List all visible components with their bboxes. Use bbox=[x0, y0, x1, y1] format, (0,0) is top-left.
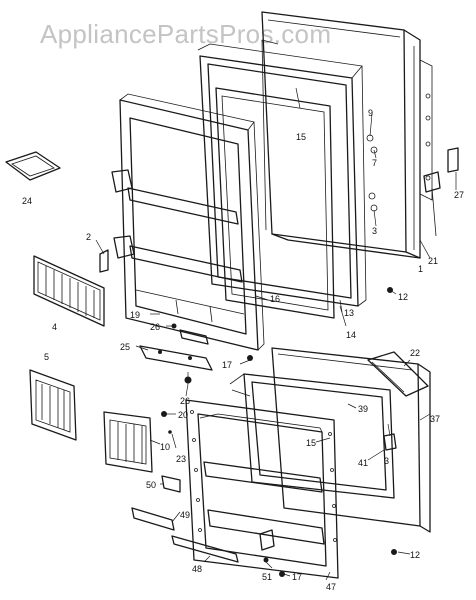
callout-7: 7 bbox=[372, 158, 377, 168]
callout-48: 48 bbox=[192, 564, 202, 574]
callout-4: 4 bbox=[52, 322, 57, 332]
callout-15-bottom: 15 bbox=[306, 438, 316, 448]
callout-25: 25 bbox=[120, 342, 130, 352]
callout-3-top: 3 bbox=[372, 226, 377, 236]
dairy-tray bbox=[5, 151, 61, 181]
callout-5: 5 bbox=[44, 352, 49, 362]
callout-10: 10 bbox=[160, 442, 170, 452]
callout-9: 9 bbox=[368, 108, 373, 118]
callout-17-top: 17 bbox=[222, 360, 232, 370]
callout-26-top: 26 bbox=[150, 322, 160, 332]
callout-27: 27 bbox=[454, 190, 464, 200]
callout-22: 22 bbox=[410, 348, 420, 358]
freezer-outer-door bbox=[271, 347, 431, 533]
callout-49: 49 bbox=[180, 510, 190, 520]
shelf-retainer-freezer-left bbox=[29, 369, 77, 441]
callout-2: 2 bbox=[86, 232, 91, 242]
bracket-2 bbox=[95, 239, 109, 273]
callout-41: 41 bbox=[358, 458, 368, 468]
callout-1: 1 bbox=[418, 264, 423, 274]
callout-numbers: 24 2 4 5 19 26 25 26 17 16 14 13 15 9 7 … bbox=[22, 108, 464, 592]
callout-14: 14 bbox=[346, 330, 356, 340]
callout-13: 13 bbox=[344, 308, 354, 318]
fresh-food-door-liner bbox=[111, 93, 265, 351]
breaker-strip bbox=[215, 39, 335, 319]
callout-12-top: 12 bbox=[398, 292, 408, 302]
center-hinge bbox=[139, 329, 213, 384]
callout-23: 23 bbox=[176, 454, 186, 464]
callout-50: 50 bbox=[146, 480, 156, 490]
shelf-retainer-upper bbox=[33, 255, 105, 327]
bottom-bins bbox=[131, 507, 239, 563]
callout-26-bottom: 26 bbox=[180, 396, 190, 406]
callout-12-bottom: 12 bbox=[410, 550, 420, 560]
callout-39: 39 bbox=[358, 404, 368, 414]
door-handle bbox=[367, 351, 429, 397]
callout-21: 21 bbox=[428, 256, 438, 266]
callout-16: 16 bbox=[270, 294, 280, 304]
callout-17-bottom: 17 bbox=[292, 572, 302, 582]
callout-51: 51 bbox=[262, 572, 272, 582]
callout-47: 47 bbox=[326, 582, 336, 592]
callout-15-top: 15 bbox=[296, 132, 306, 142]
leader-lines bbox=[135, 87, 457, 581]
freezer-gasket bbox=[229, 373, 395, 499]
callout-19: 19 bbox=[130, 310, 140, 320]
watermark: AppliancePartsPros.com bbox=[40, 19, 331, 49]
hardware bbox=[161, 134, 459, 577]
callout-24: 24 bbox=[22, 196, 32, 206]
callout-20: 20 bbox=[178, 410, 188, 420]
shelf-retainer-freezer-right bbox=[103, 411, 153, 473]
callout-3-bottom: 3 bbox=[384, 456, 389, 466]
freezer-door-liner bbox=[185, 399, 339, 579]
fresh-food-outer-door bbox=[261, 11, 433, 259]
callout-37: 37 bbox=[430, 414, 440, 424]
fresh-food-gasket bbox=[197, 43, 367, 307]
